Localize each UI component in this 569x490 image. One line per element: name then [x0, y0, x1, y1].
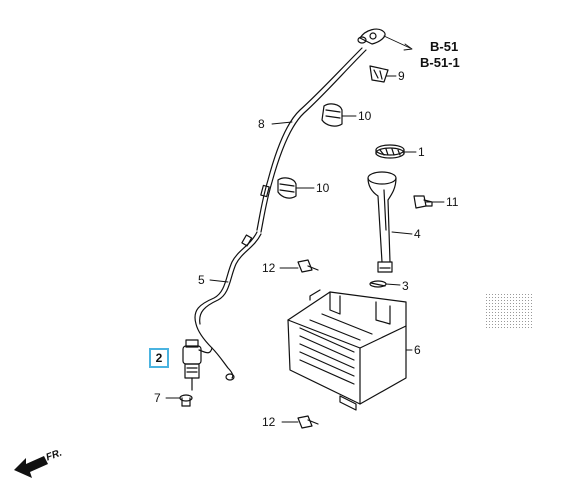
dotted-block — [486, 292, 534, 328]
callout-6: 6 — [414, 343, 421, 357]
filler-neck — [367, 171, 397, 273]
callout-11: 11 — [446, 195, 459, 209]
callout-8: 8 — [258, 117, 265, 131]
callout-10-lower: 10 — [316, 181, 330, 195]
washer-tank — [287, 289, 407, 411]
washer-pump — [182, 339, 202, 391]
callout-1: 1 — [418, 145, 425, 159]
clip-9 — [369, 65, 389, 83]
filler-cap — [375, 144, 405, 159]
bolt-12-upper — [297, 259, 319, 273]
bolt-11 — [413, 195, 433, 209]
reference-b51[interactable]: B-51 — [430, 39, 459, 54]
callout-4: 4 — [414, 227, 421, 241]
callout-10-upper: 10 — [358, 109, 372, 123]
reference-b51-1[interactable]: B-51-1 — [420, 55, 460, 70]
callout-12-upper: 12 — [262, 261, 276, 275]
hose-8 — [256, 47, 363, 231]
callout-3: 3 — [402, 279, 409, 293]
callout-7: 7 — [154, 391, 161, 405]
callout-12-lower: 12 — [262, 415, 276, 429]
grommet-7 — [179, 394, 193, 407]
hose-connector-top — [359, 28, 386, 45]
bolt-12-lower — [297, 415, 319, 429]
callout-2-highlighted[interactable]: 2 — [149, 348, 169, 368]
callout-5: 5 — [198, 273, 205, 287]
front-direction-arrow — [14, 456, 48, 478]
clip-10-lower — [277, 177, 297, 199]
clip-10-upper — [321, 103, 343, 127]
leader-lines — [165, 35, 445, 423]
callout-9: 9 — [398, 69, 405, 83]
hose-5 — [194, 231, 258, 379]
o-ring-3 — [369, 280, 387, 288]
